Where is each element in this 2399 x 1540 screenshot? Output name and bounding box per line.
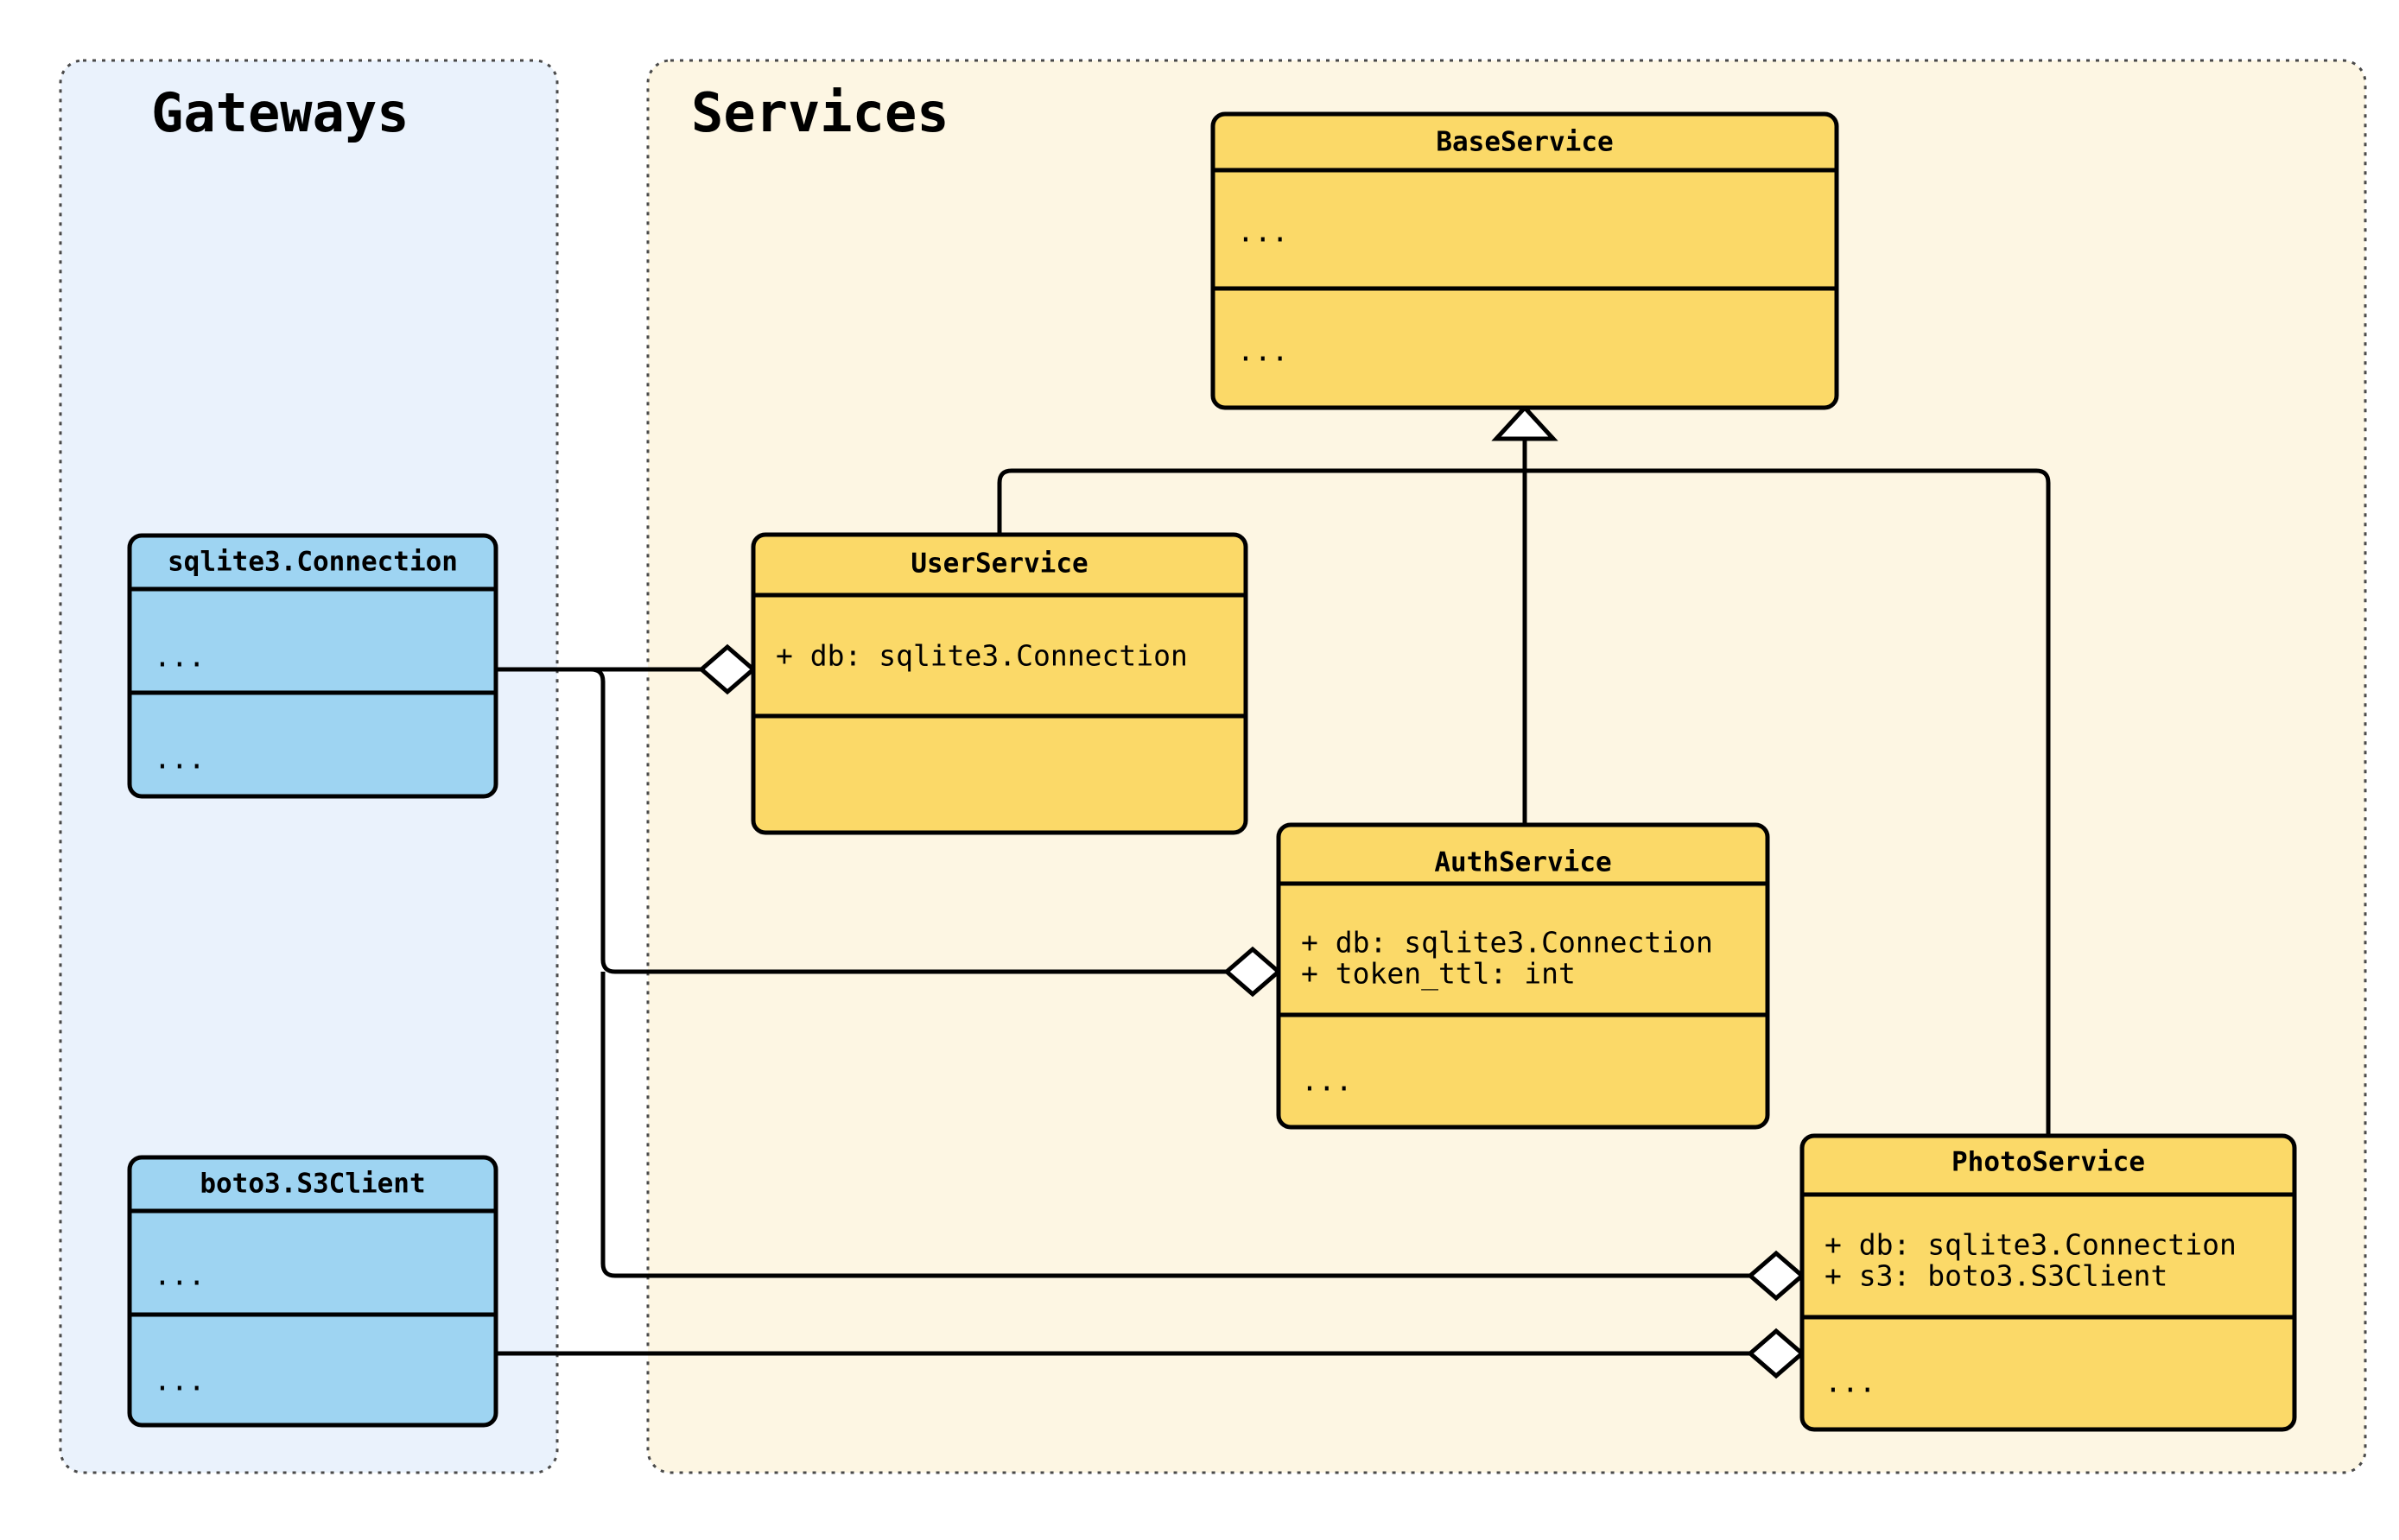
- class-authservice[interactable]: AuthService + db: sqlite3.Connection + t…: [1276, 822, 1770, 1130]
- class-baseservice-method: ...: [1237, 334, 1289, 368]
- class-sqlite3-connection[interactable]: sqlite3.Connection ... ...: [127, 533, 498, 799]
- class-userservice-attribute-db: + db: sqlite3.Connection: [776, 639, 1188, 673]
- class-baseservice-frame: [1210, 111, 1839, 410]
- class-baseservice-attribute: ...: [1237, 215, 1289, 249]
- aggregation-diamond-icon-photoservice-db: [1747, 1250, 1806, 1302]
- class-authservice-title: AuthService: [1434, 847, 1611, 878]
- class-boto3-s3client-frame: [127, 1155, 498, 1428]
- aggregation-diamond-icon-userservice: [698, 643, 757, 695]
- class-boto3-s3client[interactable]: boto3.S3Client ... ...: [127, 1155, 498, 1428]
- class-userservice-title: UserService: [911, 548, 1088, 580]
- package-services-title: Services: [691, 81, 949, 144]
- class-sqlite3-connection-title: sqlite3.Connection: [168, 547, 458, 578]
- class-photoservice-attribute-s3: + s3: boto3.S3Client: [1825, 1259, 2167, 1293]
- class-photoservice[interactable]: PhotoService + db: sqlite3.Connection + …: [1799, 1133, 2297, 1432]
- class-authservice-method: ...: [1301, 1064, 1353, 1098]
- edge-userservice-extends-baseservice: [997, 468, 1525, 535]
- package-gateways-title: Gateways: [151, 81, 409, 144]
- class-photoservice-frame: [1799, 1133, 2297, 1432]
- inheritance-triangle-icon: [1491, 404, 1558, 441]
- edge-photoservice-extends-baseservice: [1525, 468, 2051, 1136]
- class-sqlite3-connection-method: ...: [154, 742, 206, 776]
- class-baseservice-title: BaseService: [1436, 127, 1613, 158]
- class-authservice-frame: [1276, 822, 1770, 1130]
- aggregation-diamond-icon-authservice: [1223, 946, 1282, 998]
- class-userservice-frame: [751, 532, 1248, 835]
- class-photoservice-title: PhotoService: [1952, 1147, 2145, 1178]
- class-photoservice-attribute-db: + db: sqlite3.Connection: [1825, 1228, 2237, 1262]
- class-userservice[interactable]: UserService + db: sqlite3.Connection: [751, 532, 1248, 835]
- edge-authservice-has-connection: [496, 667, 1253, 974]
- class-authservice-attribute-db: + db: sqlite3.Connection: [1301, 926, 1713, 960]
- aggregation-diamond-icon-photoservice-s3: [1747, 1328, 1806, 1379]
- package-services[interactable]: Services: [646, 59, 2367, 1474]
- class-baseservice[interactable]: BaseService ... ...: [1210, 111, 1839, 410]
- class-boto3-s3client-method: ...: [154, 1364, 206, 1397]
- class-photoservice-method: ...: [1825, 1366, 1876, 1399]
- package-services-frame: [646, 59, 2367, 1474]
- class-authservice-attribute-token-ttl: + token_ttl: int: [1301, 957, 1576, 992]
- class-boto3-s3client-attribute: ...: [154, 1258, 206, 1292]
- edge-photoservice-has-connection: [600, 972, 1776, 1278]
- class-sqlite3-connection-attribute: ...: [154, 640, 206, 674]
- class-boto3-s3client-title: boto3.S3Client: [200, 1169, 425, 1200]
- class-sqlite3-connection-frame: [127, 533, 498, 799]
